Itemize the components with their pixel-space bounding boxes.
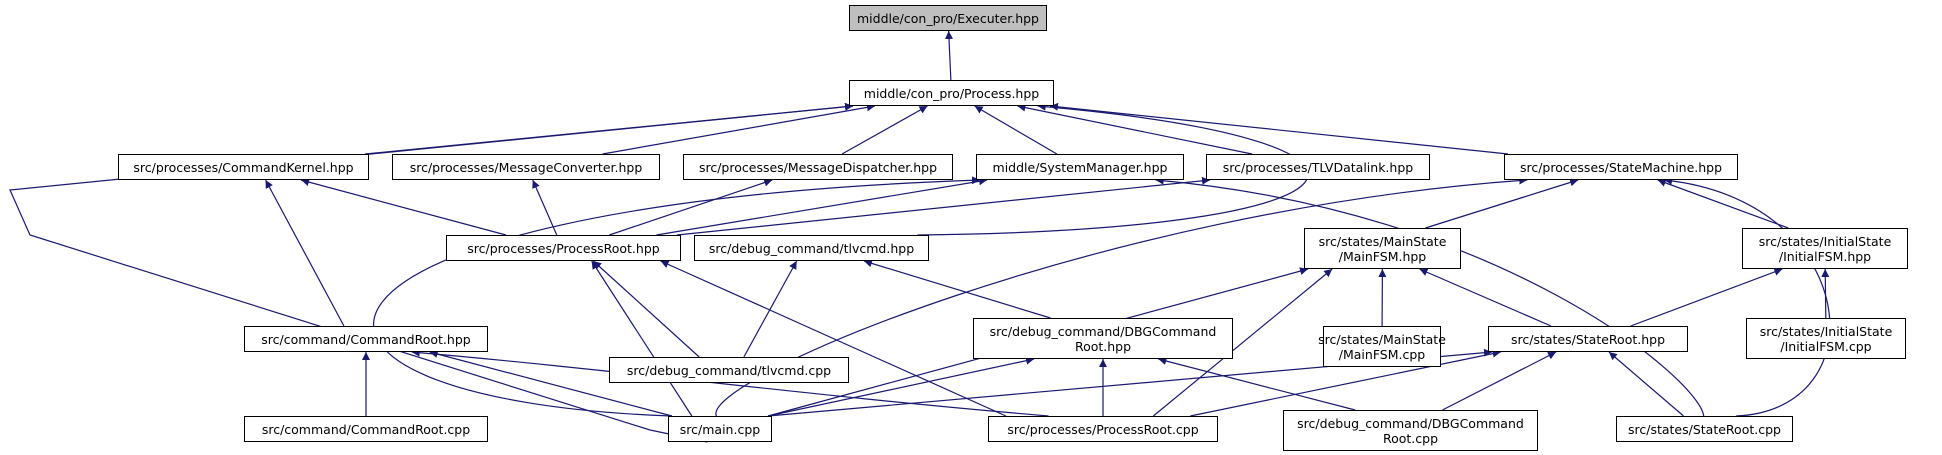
node-messageconverter-hpp[interactable]: src/processes/MessageConverter.hpp xyxy=(392,154,660,180)
node-executer-hpp: middle/con_pro/Executer.hpp xyxy=(849,5,1047,31)
edge-state_root_cpp-to-state_machine xyxy=(1663,176,1831,417)
edge-command_root_hpp-to-command_kernel xyxy=(265,179,345,327)
node-process-hpp[interactable]: middle/con_pro/Process.hpp xyxy=(849,80,1054,106)
node-commandroot-cpp[interactable]: src/command/CommandRoot.cpp xyxy=(244,416,488,442)
edge-dbgcommand_root_cpp-to-dbgcommand_root_hpp xyxy=(1158,357,1356,411)
edge-dbgcommand_root_cpp-to-state_root_hpp xyxy=(1442,351,1557,411)
edge-tlvcmd_cpp-to-process_root_hpp xyxy=(592,260,700,358)
node-systemmanager-hpp[interactable]: middle/SystemManager.hpp xyxy=(976,154,1184,180)
node-commandkernel-hpp[interactable]: src/processes/CommandKernel.hpp xyxy=(118,154,369,180)
edge-mainfsm_hpp-to-state_machine xyxy=(1425,178,1579,229)
edge-process_root_hpp-to-system_manager xyxy=(656,177,988,236)
edge-process_root_cpp-to-process_root_hpp xyxy=(660,260,1007,417)
node-dbgcommandroot-hpp[interactable]: src/debug_command/DBGCommand Root.hpp xyxy=(973,318,1233,359)
edge-main_cpp-to-command_root_hpp xyxy=(429,350,673,417)
node-tlvcmd-hpp[interactable]: src/debug_command/tlvcmd.hpp xyxy=(694,235,929,261)
edge-main_cpp-to-dbgcommand_root_hpp xyxy=(767,356,1035,417)
node-processroot-hpp[interactable]: src/processes/ProcessRoot.hpp xyxy=(446,235,681,261)
edge-state_root_cpp-to-state_root_hpp xyxy=(1608,351,1684,417)
edge-process_root_hpp-to-message_dispatcher xyxy=(609,178,773,236)
edge-state_root_hpp-to-initialfsm_hpp xyxy=(1630,268,1783,327)
node-initialfsm-hpp[interactable]: src/states/InitialState /InitialFSM.hpp xyxy=(1742,228,1908,269)
edge-state_machine-to-process xyxy=(1049,102,1509,155)
edge-process_root_hpp-to-command_kernel xyxy=(300,178,507,236)
node-commandroot-hpp[interactable]: src/command/CommandRoot.hpp xyxy=(244,326,488,352)
node-tlvcmd-cpp[interactable]: src/debug_command/tlvcmd.cpp xyxy=(609,357,849,383)
node-processroot-cpp[interactable]: src/processes/ProcessRoot.cpp xyxy=(988,416,1218,442)
edge-system_manager-to-process xyxy=(974,105,1058,155)
node-initialfsm-cpp[interactable]: src/states/InitialState /InitialFSM.cpp xyxy=(1746,318,1906,359)
edge-main_cpp-to-process_root_hpp xyxy=(591,260,693,417)
node-stateroot-hpp[interactable]: src/states/StateRoot.hpp xyxy=(1488,326,1688,352)
node-statemachine-hpp[interactable]: src/processes/StateMachine.hpp xyxy=(1504,154,1738,180)
edge-process_root_hpp-to-tlv_datalink xyxy=(676,176,1211,236)
node-messagedispatcher-hpp[interactable]: src/processes/MessageDispatcher.hpp xyxy=(683,154,953,180)
edge-process_root_cpp-to-mainfsm_hpp xyxy=(1152,268,1333,417)
node-main-cpp[interactable]: src/main.cpp xyxy=(668,416,772,442)
node-dbgcommandroot-cpp[interactable]: src/debug_command/DBGCommand Root.cpp xyxy=(1283,410,1538,451)
edge-main_cpp-to-system_manager xyxy=(373,176,981,417)
node-stateroot-cpp[interactable]: src/states/StateRoot.cpp xyxy=(1616,416,1793,442)
edge-message_dispatcher-to-process xyxy=(841,105,928,155)
edge-dbgcommand_root_hpp-to-tlvcmd_hpp xyxy=(863,259,1051,319)
edge-tlvcmd_hpp-to-process xyxy=(917,102,1309,236)
node-mainfsm-cpp[interactable]: src/states/MainState /MainFSM.cpp xyxy=(1318,326,1446,367)
edge-state_root_cpp-to-system_manager xyxy=(1155,176,1705,417)
edge-tlvcmd_cpp-to-tlvcmd_hpp xyxy=(743,260,798,358)
edge-initialfsm_cpp-to-initialfsm_hpp xyxy=(1821,268,1830,319)
node-mainfsm-hpp[interactable]: src/states/MainState /MainFSM.hpp xyxy=(1304,228,1461,269)
edge-initialfsm_hpp-to-state_machine xyxy=(1657,179,1789,229)
edge-message_converter-to-process xyxy=(602,103,876,155)
edge-process_root_hpp-to-message_converter xyxy=(532,179,558,236)
edge-main_cpp-to-state_machine xyxy=(715,176,1528,417)
edge-state_root_hpp-to-mainfsm_hpp xyxy=(1419,268,1552,327)
edge-tlv_datalink-to-process xyxy=(1017,103,1253,155)
node-tlvdatalink-hpp[interactable]: src/processes/TLVDatalink.hpp xyxy=(1206,154,1430,180)
edge-process-to-executer xyxy=(944,30,953,81)
edge-process_root_cpp-to-state_root_hpp xyxy=(1190,349,1501,417)
